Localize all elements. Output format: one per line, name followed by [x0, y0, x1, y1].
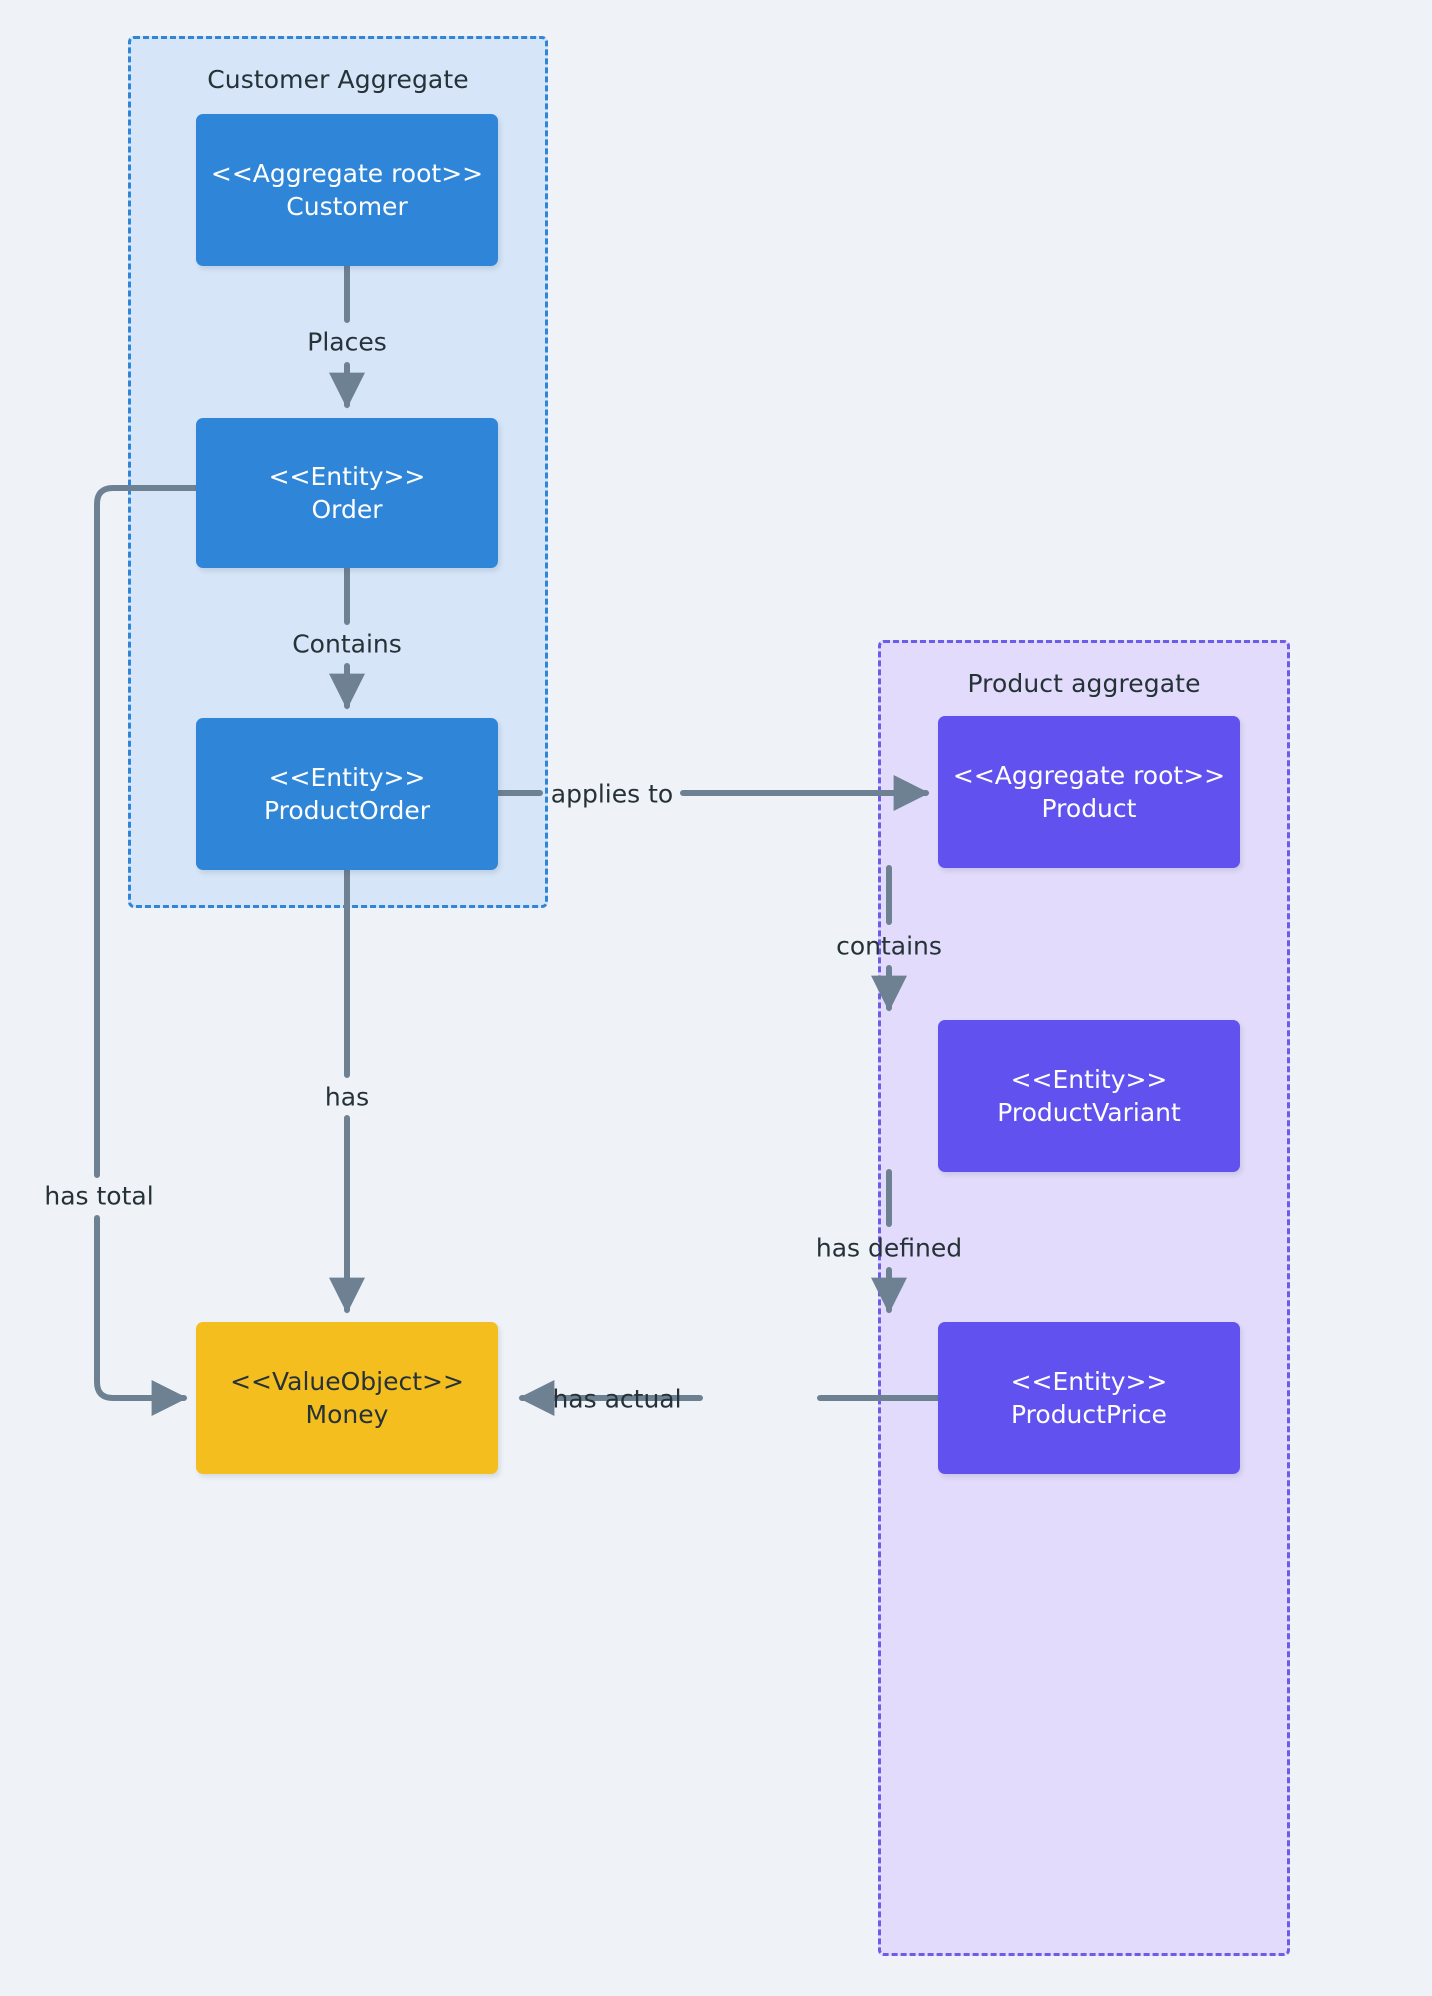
edge-label-has-actual: has actual — [552, 1384, 682, 1414]
node-productvariant[interactable]: <<Entity>> ProductVariant — [938, 1020, 1240, 1172]
node-productvariant-name: ProductVariant — [997, 1098, 1181, 1127]
node-productorder[interactable]: <<Entity>> ProductOrder — [196, 718, 498, 870]
node-money-stereotype: <<ValueObject>> — [230, 1366, 464, 1396]
node-productvariant-stereotype: <<Entity>> — [1010, 1064, 1168, 1094]
node-money[interactable]: <<ValueObject>> Money — [196, 1322, 498, 1474]
node-productprice-name: ProductPrice — [1011, 1400, 1167, 1429]
edge-label-has-total: has total — [44, 1181, 154, 1211]
edge-label-places: Places — [307, 327, 387, 357]
node-order-name: Order — [311, 495, 383, 524]
node-customer[interactable]: <<Aggregate root>> Customer — [196, 114, 498, 266]
group-title-customer-aggregate: Customer Aggregate — [207, 65, 469, 94]
node-productorder-stereotype: <<Entity>> — [268, 762, 426, 792]
node-money-name: Money — [305, 1400, 389, 1429]
edge-label-has-defined: has defined — [815, 1233, 963, 1263]
node-product[interactable]: <<Aggregate root>> Product — [938, 716, 1240, 868]
edge-label-contains: Contains — [292, 629, 402, 659]
node-product-name: Product — [1041, 794, 1137, 823]
node-order[interactable]: <<Entity>> Order — [196, 418, 498, 568]
edge-label-has: has — [324, 1082, 370, 1112]
node-customer-stereotype: <<Aggregate root>> — [210, 158, 484, 188]
edge-label-contains-product: contains — [836, 931, 942, 961]
edge-label-applies-to: applies to — [550, 779, 674, 809]
node-productorder-name: ProductOrder — [264, 796, 430, 825]
node-productprice[interactable]: <<Entity>> ProductPrice — [938, 1322, 1240, 1474]
node-productprice-stereotype: <<Entity>> — [1010, 1366, 1168, 1396]
node-order-stereotype: <<Entity>> — [268, 461, 426, 491]
node-customer-name: Customer — [286, 192, 408, 221]
group-title-product-aggregate: Product aggregate — [967, 669, 1201, 698]
node-product-stereotype: <<Aggregate root>> — [952, 760, 1226, 790]
